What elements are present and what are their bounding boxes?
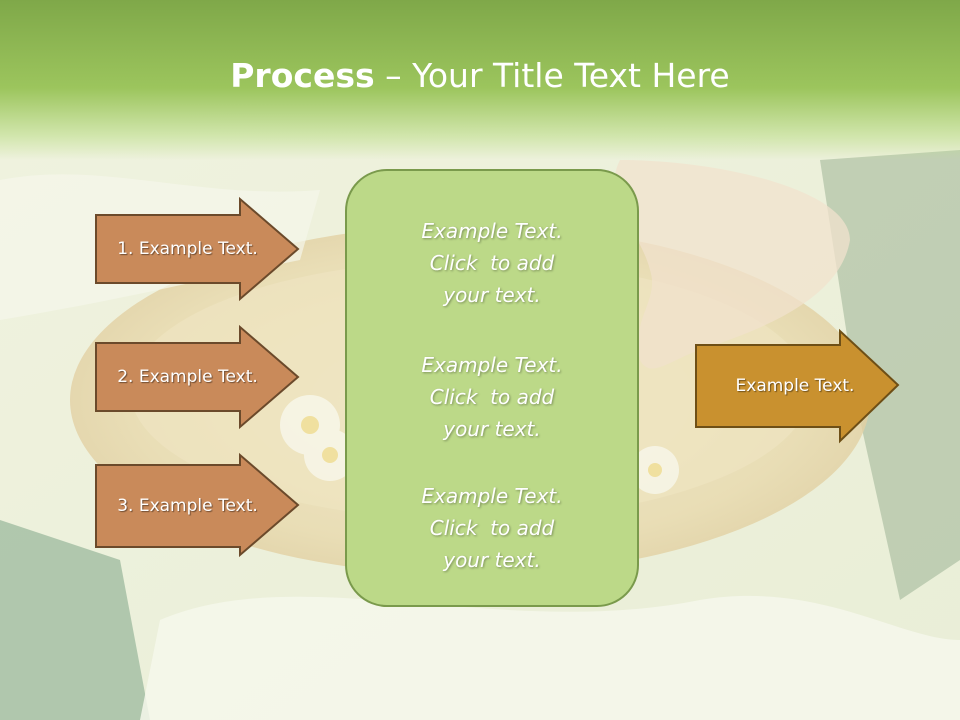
left-arrow-2-shape: [95, 324, 300, 430]
title-bar: [0, 0, 960, 160]
left-arrow-2-label: 2. Example Text.: [117, 367, 258, 387]
left-arrow-1[interactable]: 1. Example Text.: [95, 196, 300, 302]
center-block-3: Example Text. Click to add your text.: [347, 480, 637, 576]
left-arrow-1-label: 1. Example Text.: [117, 239, 258, 259]
center-block-3-line3: your text.: [443, 548, 541, 572]
center-block-2-line3: your text.: [443, 417, 541, 441]
center-block-3-line1: Example Text.: [421, 484, 563, 508]
center-block-3-line2: Click to add: [429, 516, 555, 540]
left-arrow-2[interactable]: 2. Example Text.: [95, 324, 300, 430]
right-arrow-label: Example Text.: [735, 376, 855, 396]
title-dash: –: [374, 56, 413, 95]
center-block-2: Example Text. Click to add your text.: [347, 349, 637, 445]
title-rest: Your Title Text Here: [412, 56, 730, 95]
slide-title: Process – Your Title Text Here: [0, 54, 960, 98]
center-block-1-line1: Example Text.: [421, 219, 563, 243]
center-block-2-line2: Click to add: [429, 385, 555, 409]
right-arrow[interactable]: Example Text.: [695, 328, 900, 444]
center-block-2-line1: Example Text.: [421, 353, 563, 377]
left-arrow-3-shape: [95, 452, 300, 558]
center-text-box[interactable]: Example Text. Click to add your text. Ex…: [345, 169, 639, 607]
left-arrow-3[interactable]: 3. Example Text.: [95, 452, 300, 558]
title-bold: Process: [230, 56, 375, 95]
left-arrow-1-shape: [95, 196, 300, 302]
center-block-1-line2: Click to add: [429, 251, 555, 275]
center-block-1-line3: your text.: [443, 283, 541, 307]
center-block-1: Example Text. Click to add your text.: [347, 215, 637, 311]
right-arrow-shape: [695, 328, 900, 444]
left-arrow-3-label: 3. Example Text.: [117, 496, 258, 516]
